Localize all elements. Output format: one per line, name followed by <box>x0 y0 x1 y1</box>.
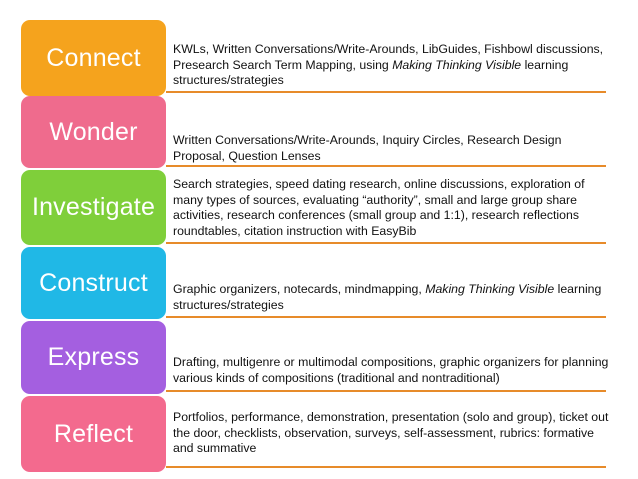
row-divider <box>166 390 606 392</box>
stage-label: Connect <box>46 43 141 72</box>
stage-investigate-box: Investigate <box>21 170 166 245</box>
row-divider <box>166 165 606 167</box>
description-emphasis: Making Thinking Visible <box>392 57 522 72</box>
stage-label: Reflect <box>53 419 134 448</box>
stage-description: Graphic organizers, notecards, mindmappi… <box>173 282 613 313</box>
row-divider <box>166 91 606 93</box>
description-text: Written Conversations/Write-Arounds, Inq… <box>173 133 562 163</box>
stage-label: Wonder <box>49 117 138 146</box>
stage-description: Drafting, multigenre or multimodal compo… <box>173 355 613 386</box>
stage-wonder-box: Wonder <box>21 96 166 168</box>
description-text: KWLs, Written Conversations/Write-Around… <box>173 42 604 72</box>
stage-construct-box: Construct <box>21 247 166 319</box>
stage-description: KWLs, Written Conversations/Write-Around… <box>173 42 613 89</box>
stage-express-box: Express <box>21 321 166 394</box>
description-text: Graphic organizers, notecards, mindmappi… <box>173 282 426 296</box>
row-divider <box>166 466 606 468</box>
stage-description: Portfolios, performance, demonstration, … <box>173 410 613 457</box>
description-text: Search strategies, speed dating research… <box>173 177 585 238</box>
stage-label: Investigate <box>31 193 156 221</box>
stage-description: Search strategies, speed dating research… <box>173 177 613 239</box>
stage-reflect-box: Reflect <box>21 396 166 472</box>
row-divider <box>166 316 606 318</box>
description-text: learning structures/strategies <box>173 57 569 88</box>
description-text: learning structures/strategies <box>173 282 602 312</box>
description-emphasis: Making Thinking Visible <box>425 282 555 296</box>
stage-label: Express <box>47 343 140 371</box>
description-text: Portfolios, performance, demonstration, … <box>173 410 609 456</box>
row-divider <box>166 242 606 244</box>
stage-description: Written Conversations/Write-Arounds, Inq… <box>173 133 613 164</box>
stage-label: Construct <box>39 268 148 297</box>
stage-connect-box: Connect <box>21 20 166 96</box>
description-text: Drafting, multigenre or multimodal compo… <box>173 355 609 385</box>
